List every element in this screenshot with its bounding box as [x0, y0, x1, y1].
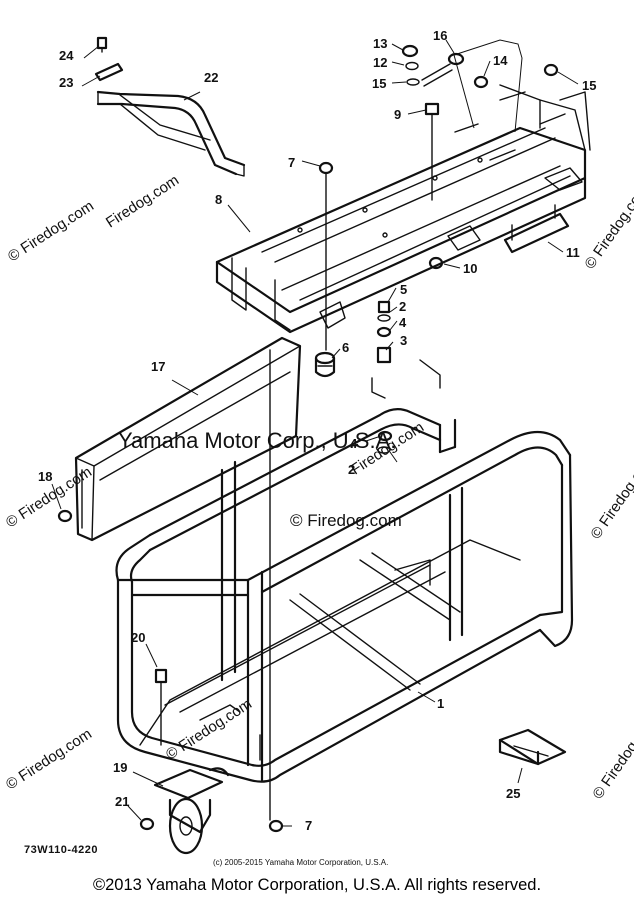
part-13-nut [401, 44, 419, 58]
part-4-washer-upper [376, 326, 392, 338]
leader-lines [51, 39, 579, 827]
part-15-washer-left [406, 78, 420, 86]
part-8-mount-frame [215, 84, 591, 334]
part-7-nut-lower [268, 349, 284, 833]
callout-2-lower: 2 [348, 462, 355, 477]
part-1-main-frame [115, 359, 574, 783]
callout-15-left: 15 [372, 76, 386, 91]
callout-7-upper: 7 [288, 155, 295, 170]
footer-copyright: ©2013 Yamaha Motor Corporation, U.S.A. A… [92, 876, 542, 894]
part-6-rubber-mount [314, 351, 336, 378]
callout-1: 1 [437, 696, 444, 711]
callout-14: 14 [493, 53, 508, 68]
part-14-nut [473, 75, 489, 89]
part-18-nut [57, 509, 73, 523]
callout-6: 6 [342, 340, 349, 355]
part-21-nut [139, 817, 155, 831]
part-12-washer [405, 61, 419, 71]
watermark-firedog-center: © Firedog.com [290, 511, 402, 530]
part-23-clamp [94, 62, 124, 82]
part-25-pad [498, 728, 567, 766]
callout-21: 21 [115, 794, 129, 809]
watermark-firedog-upper: Firedog.com [103, 172, 182, 232]
part-5-bolt [377, 300, 391, 314]
callout-13: 13 [373, 36, 387, 51]
watermark-firedog-left-3: © Firedog.com [3, 725, 95, 793]
small-copyright: (c) 2005-2015 Yamaha Motor Corporation, … [213, 858, 388, 867]
diagram-part-code: 73W110-4220 [24, 844, 98, 856]
part-20-bolt [154, 668, 168, 746]
part-7-nut-upper [318, 161, 334, 351]
watermark-firedog-right-3: © Firedog.com [589, 712, 634, 803]
callout-18: 18 [38, 469, 52, 484]
part-9-bolt [424, 102, 440, 201]
callout-20: 20 [131, 630, 145, 645]
watermark-firedog-right-1: © Firedog.com [581, 182, 634, 273]
part-3-collar [376, 346, 392, 364]
part-4-washer-lower [377, 430, 393, 442]
callout-9: 9 [394, 107, 401, 122]
callout-4-upper: 4 [399, 315, 407, 330]
part-17-side-cover [74, 336, 302, 542]
callout-12: 12 [373, 55, 387, 70]
callout-10: 10 [463, 261, 477, 276]
watermarks: © Firedog.com © Firedog.com © Firedog.co… [3, 172, 634, 803]
callout-23: 23 [59, 75, 73, 90]
watermark-yamaha: Yamaha Motor Corp., U.S.A. [118, 428, 396, 453]
part-19-caster [153, 767, 230, 855]
callout-labels: 1 2 2 3 4 4 5 6 7 7 8 9 10 11 12 13 14 1… [38, 28, 596, 833]
callout-8: 8 [215, 192, 222, 207]
callout-2-upper: 2 [399, 299, 406, 314]
part-24-bolt [96, 36, 108, 53]
part-22-strap [96, 90, 246, 177]
watermark-firedog-left-1: © Firedog.com [5, 197, 97, 265]
callout-11: 11 [566, 245, 580, 260]
part-2-washer-upper [377, 314, 391, 322]
part-2-washer-lower [377, 446, 391, 454]
part-15-washer-right [543, 63, 559, 77]
part-16-nut [421, 52, 465, 87]
part-10-nut [428, 256, 444, 270]
callout-25: 25 [506, 786, 520, 801]
callout-17: 17 [151, 359, 165, 374]
part-11-bracket [503, 204, 570, 254]
callout-3: 3 [400, 333, 407, 348]
callout-16: 16 [433, 28, 447, 43]
callout-7-lower: 7 [305, 818, 312, 833]
callout-5: 5 [400, 282, 407, 297]
callout-24: 24 [59, 48, 74, 63]
callout-22: 22 [204, 70, 218, 85]
callout-15-right: 15 [582, 78, 596, 93]
callout-4-lower: 4 [350, 436, 358, 451]
callout-19: 19 [113, 760, 127, 775]
watermark-firedog-right-2: © Firedog.com [587, 452, 634, 543]
